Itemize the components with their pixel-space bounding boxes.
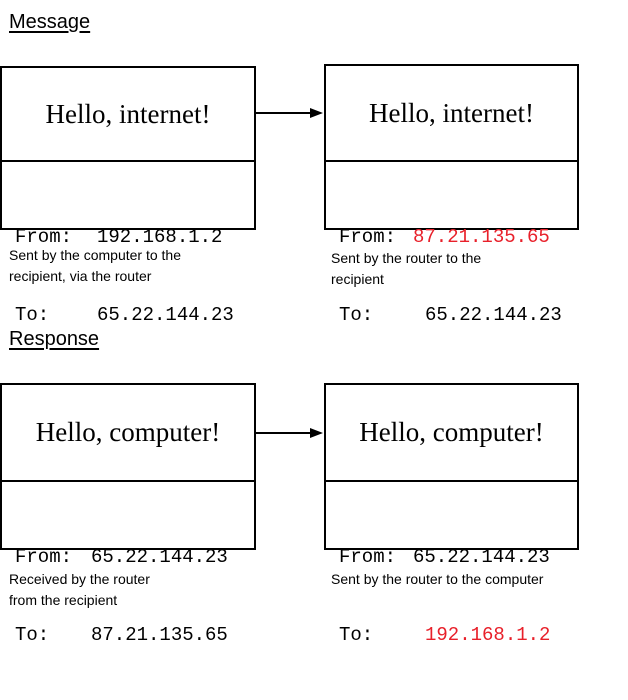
to-address: 65.22.144.23 bbox=[97, 304, 234, 326]
packet-caption: Received by the router from the recipien… bbox=[9, 569, 150, 611]
from-address: 192.168.1.2 bbox=[97, 226, 223, 248]
caption-line: Received by the router bbox=[9, 571, 150, 587]
caption-line: Sent by the router to the bbox=[331, 250, 482, 266]
from-label: From: bbox=[339, 226, 397, 248]
caption-line: recipient, via the router bbox=[9, 268, 152, 284]
to-label: To: bbox=[15, 304, 50, 326]
to-label: To: bbox=[15, 624, 50, 646]
to-address-rewritten: 192.168.1.2 bbox=[425, 624, 551, 646]
packet-headers: From: 192.168.1.2 To: 65.22.144.23 bbox=[2, 162, 254, 380]
to-header-row: To: 65.22.144.23 bbox=[15, 302, 254, 328]
section-heading-response: Response bbox=[9, 328, 100, 350]
to-header-row: To: 192.168.1.2 bbox=[339, 622, 577, 648]
arrow-right-icon bbox=[256, 108, 323, 118]
to-label: To: bbox=[339, 624, 374, 646]
packet-caption: Sent by the router to the computer bbox=[331, 569, 543, 590]
from-label: From: bbox=[339, 546, 397, 568]
to-header-row: To: 65.22.144.23 bbox=[339, 302, 577, 328]
packet-body: Hello, internet! bbox=[2, 68, 254, 162]
from-label: From: bbox=[15, 546, 73, 568]
from-header-row: From: 65.22.144.23 bbox=[339, 544, 577, 570]
from-header-row: From: 192.168.1.2 bbox=[15, 224, 254, 250]
packet-box: Hello, computer! From: 65.22.144.23 To: 87… bbox=[0, 383, 256, 646]
caption-line: Sent by the router to the computer bbox=[331, 571, 544, 587]
to-address: 65.22.144.23 bbox=[425, 304, 562, 326]
caption-line: recipient bbox=[331, 271, 384, 287]
from-label: From: bbox=[15, 226, 73, 248]
to-label: To: bbox=[339, 304, 374, 326]
from-address: 65.22.144.23 bbox=[413, 546, 550, 568]
packet-caption: Sent by the computer to the recipient, v… bbox=[9, 245, 181, 287]
arrow-right-icon bbox=[256, 428, 323, 438]
section-heading-message: Message bbox=[9, 11, 91, 33]
caption-line: from the recipient bbox=[9, 592, 118, 608]
packet-box: Hello, internet! From: 192.168.1.2 To: 65.… bbox=[0, 66, 256, 326]
packet-box: Hello, computer! From: 65.22.144.23 To: 19… bbox=[324, 383, 579, 646]
packet-body: Hello, computer! bbox=[2, 385, 254, 482]
packet-body: Hello, internet! bbox=[326, 66, 577, 162]
packet-headers: From: 87.21.135.65 To: 65.22.144.23 bbox=[326, 162, 577, 380]
to-header-row: To: 87.21.135.65 bbox=[15, 622, 254, 648]
from-header-row: From: 87.21.135.65 bbox=[339, 224, 577, 250]
caption-line: Sent by the computer to the bbox=[9, 247, 181, 263]
packet-body: Hello, computer! bbox=[326, 385, 577, 482]
packet-caption: Sent by the router to the recipient bbox=[331, 248, 481, 290]
to-address: 87.21.135.65 bbox=[91, 624, 228, 646]
from-address: 65.22.144.23 bbox=[91, 546, 228, 568]
from-address-rewritten: 87.21.135.65 bbox=[413, 226, 550, 248]
from-header-row: From: 65.22.144.23 bbox=[15, 544, 254, 570]
packet-headers: From: 65.22.144.23 To: 192.168.1.2 bbox=[326, 482, 577, 700]
packet-box: Hello, internet! From: 87.21.135.65 To: 65… bbox=[324, 64, 579, 326]
